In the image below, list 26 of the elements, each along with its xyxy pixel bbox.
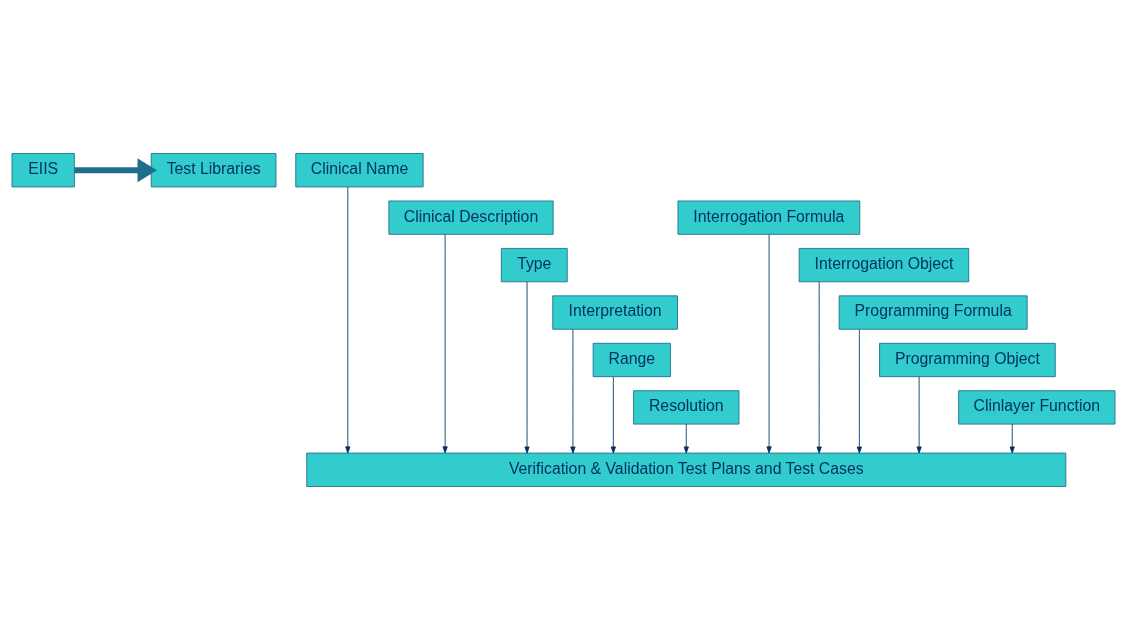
node-box: Interrogation Formula bbox=[677, 200, 861, 235]
arrow bbox=[570, 328, 576, 453]
node-box: Test Libraries bbox=[150, 152, 277, 187]
arrow bbox=[442, 233, 448, 453]
arrow bbox=[610, 375, 616, 453]
arrow bbox=[524, 280, 530, 454]
node-box: Clinical Description bbox=[388, 200, 554, 235]
node-box: Programming Formula bbox=[838, 294, 1028, 330]
node-box: Verification & Validation Test Plans and Test Cases bbox=[306, 452, 1067, 487]
arrow bbox=[345, 186, 351, 453]
arrow bbox=[916, 375, 922, 453]
node-box: EIIS bbox=[11, 152, 75, 187]
node-box: Type bbox=[500, 247, 568, 282]
arrow bbox=[683, 423, 689, 453]
node-box: Clinical Name bbox=[295, 152, 424, 187]
node-box: Range bbox=[592, 342, 671, 377]
node-box: Interpretation bbox=[552, 294, 678, 330]
arrow bbox=[74, 157, 157, 182]
arrow bbox=[816, 280, 822, 454]
arrow bbox=[1009, 423, 1015, 453]
arrow bbox=[856, 328, 862, 453]
arrow bbox=[766, 233, 772, 453]
node-box: Programming Object bbox=[879, 342, 1056, 377]
node-box: Interrogation Object bbox=[798, 247, 970, 282]
node-box: Resolution bbox=[633, 389, 740, 425]
node-box: Clinlayer Function bbox=[958, 389, 1116, 425]
